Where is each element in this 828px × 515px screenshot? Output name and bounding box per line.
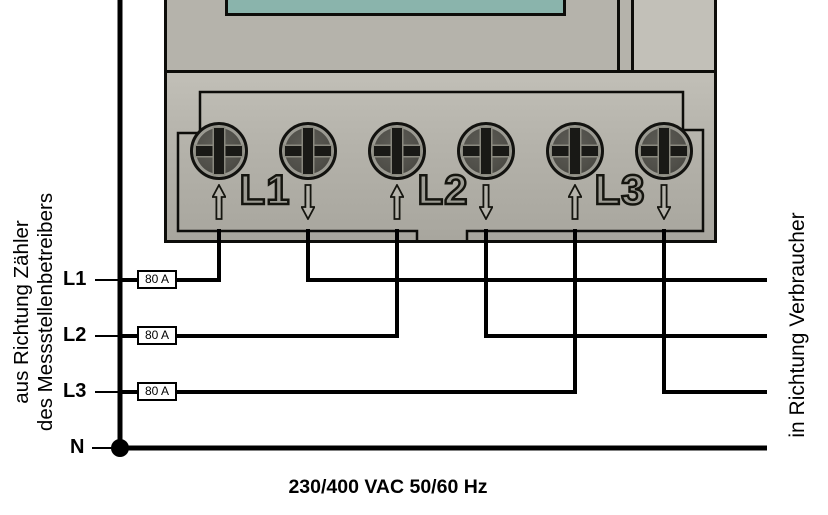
terminal-label-l2: L2 [416, 166, 469, 213]
fuse-l2: 80 A [137, 326, 177, 345]
source-direction-caption: aus Richtung Zähler des Messstellenbetre… [10, 193, 58, 431]
phase-label-l2: L2 [63, 324, 87, 346]
housing-seam-right [631, 0, 634, 73]
phase-label-l1: L1 [63, 268, 87, 290]
meter-housing [164, 0, 717, 243]
flow-arrow-up-icon [390, 184, 404, 220]
housing-right-panel [634, 0, 714, 70]
source-caption-line2: des Messstellenbetreibers [34, 192, 57, 432]
flow-arrow-down-icon [301, 184, 315, 220]
flow-arrow-up-icon [568, 184, 582, 220]
terminal-block-area [167, 73, 714, 240]
terminal-screw-icon [368, 122, 426, 180]
terminal-screw-icon [635, 122, 693, 180]
neutral-junction-dot [111, 439, 129, 457]
housing-seam-left [617, 0, 620, 73]
terminal-screw-icon [190, 122, 248, 180]
terminal-screw-icon [457, 122, 515, 180]
phase-label-l3: L3 [63, 380, 87, 402]
housing-divider [167, 70, 714, 73]
fuse-l1: 80 A [137, 270, 177, 289]
phase-label-n: N [70, 436, 85, 458]
terminal-label-l1: L1 [238, 166, 291, 213]
flow-arrow-up-icon [212, 184, 226, 220]
load-direction-caption: in Richtung Verbraucher [786, 212, 809, 438]
terminal-screw-icon [279, 122, 337, 180]
terminal-screw-icon [546, 122, 604, 180]
fuse-l3: 80 A [137, 382, 177, 401]
source-caption-line1: aus Richtung Zähler [10, 220, 33, 404]
flow-arrow-down-icon [657, 184, 671, 220]
lcd-display [225, 0, 566, 16]
flow-arrow-down-icon [479, 184, 493, 220]
terminal-label-l3: L3 [593, 166, 646, 213]
voltage-rating-caption: 230/400 VAC 50/60 Hz [288, 476, 488, 498]
